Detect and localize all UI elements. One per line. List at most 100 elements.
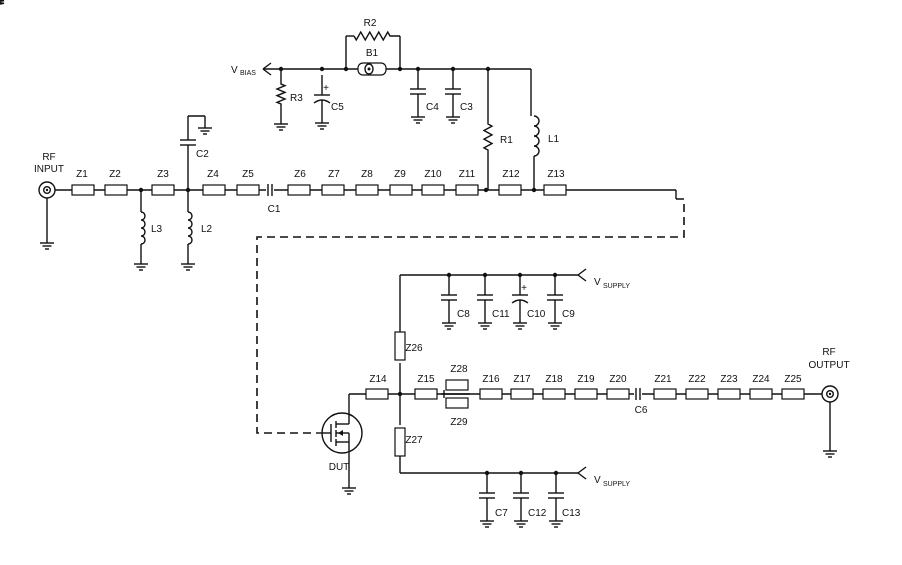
microstrip-z6: Z6	[287, 169, 311, 196]
label-z3: Z3	[157, 169, 169, 180]
label-z8: Z8	[361, 169, 373, 180]
label-l1: L1	[548, 134, 560, 145]
microstrip-z24: Z24	[749, 374, 773, 400]
microstrip-z12: Z12	[498, 169, 522, 196]
label-z5: Z5	[242, 169, 254, 180]
vsupply-lower-label-v: V	[594, 475, 601, 486]
microstrip-z1: Z1	[71, 169, 95, 196]
polarity-plus: +	[521, 283, 527, 294]
rf-output-label-output: OUTPUT	[808, 360, 849, 371]
ferrite-bead-b1: B1	[357, 48, 387, 76]
microstrip-z5: Z5	[236, 169, 260, 196]
resistor-r2: R2	[0, 0, 401, 69]
microstrip-z25: Z25	[781, 374, 805, 400]
label-z12: Z12	[502, 169, 520, 180]
label-z22: Z22	[688, 374, 706, 385]
dashed-interconnect	[256, 198, 685, 434]
capacitor-c6: C6	[634, 388, 648, 416]
label-c7: C7	[495, 508, 508, 519]
label-z24: Z24	[752, 374, 770, 385]
label-c8: C8	[457, 309, 470, 320]
label-c1: C1	[268, 204, 281, 215]
dut-label: DUT	[329, 462, 350, 473]
label-z17: Z17	[513, 374, 531, 385]
capacitor-c4: C4	[410, 69, 439, 124]
microstrip-z3: Z3	[151, 169, 175, 196]
label-z6: Z6	[294, 169, 306, 180]
label-z1: Z1	[76, 169, 88, 180]
label-z10: Z10	[424, 169, 442, 180]
capacitor-c8: C8	[441, 275, 470, 330]
label-z29: Z29	[450, 417, 468, 428]
microstrip-z2: Z2	[104, 169, 128, 196]
label-z2: Z2	[109, 169, 121, 180]
label-z9: Z9	[394, 169, 406, 180]
capacitor-c3: C3	[445, 69, 473, 124]
label-c3: C3	[460, 102, 473, 113]
vbias-label-v: V	[231, 65, 238, 76]
microstrip-z9: Z9	[389, 169, 413, 196]
label-r2: R2	[364, 18, 377, 29]
label-z21: Z21	[654, 374, 672, 385]
label-z26: Z26	[405, 343, 423, 354]
vsupply-lower-label-sub: SUPPLY	[603, 481, 630, 488]
inductor-l3: L3	[134, 190, 163, 271]
rf-output-label-rf: RF	[822, 347, 835, 358]
rf-output-port: RF OUTPUT	[808, 347, 850, 458]
inductor-l1: L1	[530, 69, 560, 190]
microstrip-z17: Z17	[510, 374, 534, 400]
microstrip-z23: Z23	[717, 374, 741, 400]
capacitor-c13: C13	[548, 473, 581, 528]
capacitor-c9: C9	[547, 275, 575, 330]
label-c13: C13	[562, 508, 581, 519]
rf-input-label-input: INPUT	[34, 164, 64, 175]
label-z13: Z13	[547, 169, 565, 180]
microstrip-z27: Z27	[394, 427, 423, 457]
label-r1: R1	[500, 135, 513, 146]
resistor-r1: R1	[482, 69, 513, 190]
label-z14: Z14	[369, 374, 387, 385]
microstrip-z13: Z13	[543, 169, 567, 196]
label-c11: C11	[492, 309, 510, 320]
label-b1: B1	[366, 48, 379, 59]
microstrip-z26: Z26	[394, 331, 423, 361]
microstrip-z7: Z7	[321, 169, 345, 196]
label-z16: Z16	[482, 374, 500, 385]
microstrip-z19: Z19	[574, 374, 598, 400]
label-z27: Z27	[405, 435, 423, 446]
microstrip-z11: Z11	[455, 169, 479, 196]
label-z28: Z28	[450, 364, 468, 375]
label-c9: C9	[562, 309, 575, 320]
vsupply-upper-label-v: V	[594, 277, 601, 288]
label-z20: Z20	[609, 374, 627, 385]
capacitor-c5: +C5	[313, 75, 344, 130]
label-l2: L2	[201, 224, 213, 235]
vsupply-upper-label-sub: SUPPLY	[603, 283, 630, 290]
capacitor-c11: C11	[477, 275, 510, 330]
microstrip-z4: Z4	[202, 169, 226, 196]
microstrip-z22: Z22	[685, 374, 709, 400]
label-z25: Z25	[784, 374, 802, 385]
label-z4: Z4	[207, 169, 219, 180]
microstrip-z21: Z21	[653, 374, 677, 400]
microstrip-z18: Z18	[542, 374, 566, 400]
vbias-label-sub: BIAS	[240, 70, 256, 77]
resistor-r3: R3	[274, 69, 303, 131]
label-z7: Z7	[328, 169, 340, 180]
label-z23: Z23	[720, 374, 738, 385]
polarity-plus: +	[323, 83, 329, 94]
capacitor-c1: C1	[266, 183, 281, 215]
microstrip-z20: Z20	[606, 374, 630, 400]
microstrip-z15: Z15	[414, 374, 438, 400]
label-c5: C5	[331, 102, 344, 113]
capacitor-c2: C2	[180, 115, 212, 190]
microstrip-z8: Z8	[355, 169, 379, 196]
inductor-l2: L2	[181, 190, 213, 271]
label-l3: L3	[151, 224, 163, 235]
label-c4: C4	[426, 102, 439, 113]
microstrip-z10: Z10	[421, 169, 445, 196]
